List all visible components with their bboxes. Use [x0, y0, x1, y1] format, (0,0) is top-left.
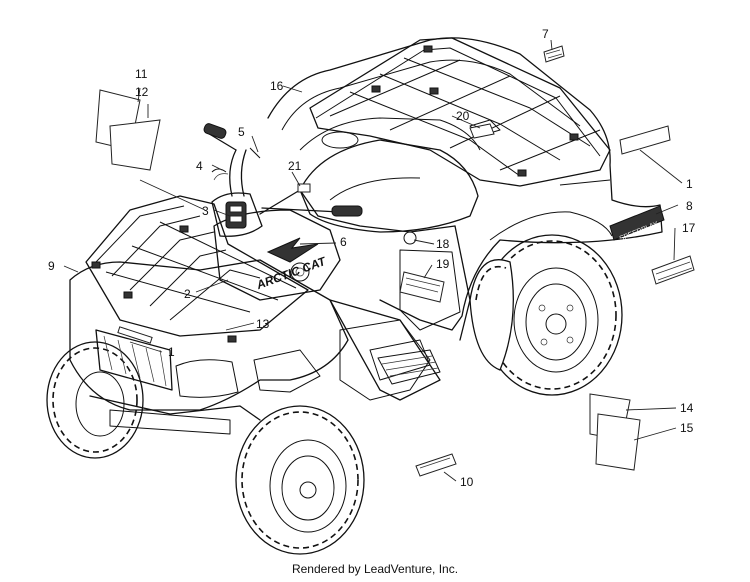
callout-12: 12 [135, 85, 149, 99]
leader-lines [63, 39, 683, 482]
callout-6: 6 [340, 235, 347, 249]
callout-13: 13 [256, 317, 270, 331]
decal-7 [543, 45, 565, 63]
callout-8: 8 [686, 199, 693, 213]
callout-1-rear: 1 [686, 177, 693, 191]
front-left-wheel [46, 341, 144, 459]
decal-1-rear [619, 125, 671, 155]
callout-17: 17 [682, 221, 696, 235]
callout-14: 14 [680, 401, 694, 415]
front-body [69, 259, 349, 435]
callout-15: 15 [680, 421, 694, 435]
callout-18: 18 [436, 237, 450, 251]
decal-10 [415, 453, 457, 477]
decal-14-15 [589, 393, 641, 471]
rear-left-wheel [469, 259, 514, 371]
decal-21 [297, 183, 311, 193]
callout-20: 20 [456, 109, 470, 123]
rear-rack [309, 37, 611, 187]
front-right-wheel [235, 405, 365, 555]
callout-3: 3 [202, 204, 209, 218]
front-rack [85, 195, 309, 343]
callout-21: 21 [288, 159, 302, 173]
callout-5: 5 [238, 125, 245, 139]
decal-5 [249, 147, 261, 159]
decal-17 [651, 255, 695, 285]
footwell [329, 299, 441, 401]
instrument-pod [211, 192, 263, 237]
footer-credit: Rendered by LeadVenture, Inc. [291, 562, 459, 576]
decal-11-12 [95, 89, 161, 171]
callout-19: 19 [436, 257, 450, 271]
callout-7: 7 [542, 27, 549, 41]
callout-1-front: 1 [168, 345, 175, 359]
rear-right-wheel [481, 234, 623, 396]
decal-4 [211, 168, 227, 173]
callout-11: 11 [135, 67, 148, 81]
decal-18 [403, 231, 417, 245]
callout-9: 9 [48, 259, 55, 273]
callout-numbers: 11 12 16 5 4 3 21 20 7 1 8 17 6 18 19 9 … [48, 27, 696, 489]
decal-20 [469, 123, 495, 139]
callout-2: 2 [184, 287, 191, 301]
decal-19 [399, 271, 445, 303]
callout-10: 10 [460, 475, 474, 489]
callout-4: 4 [196, 159, 203, 173]
handlebar [203, 123, 363, 217]
callout-16: 16 [270, 79, 284, 93]
